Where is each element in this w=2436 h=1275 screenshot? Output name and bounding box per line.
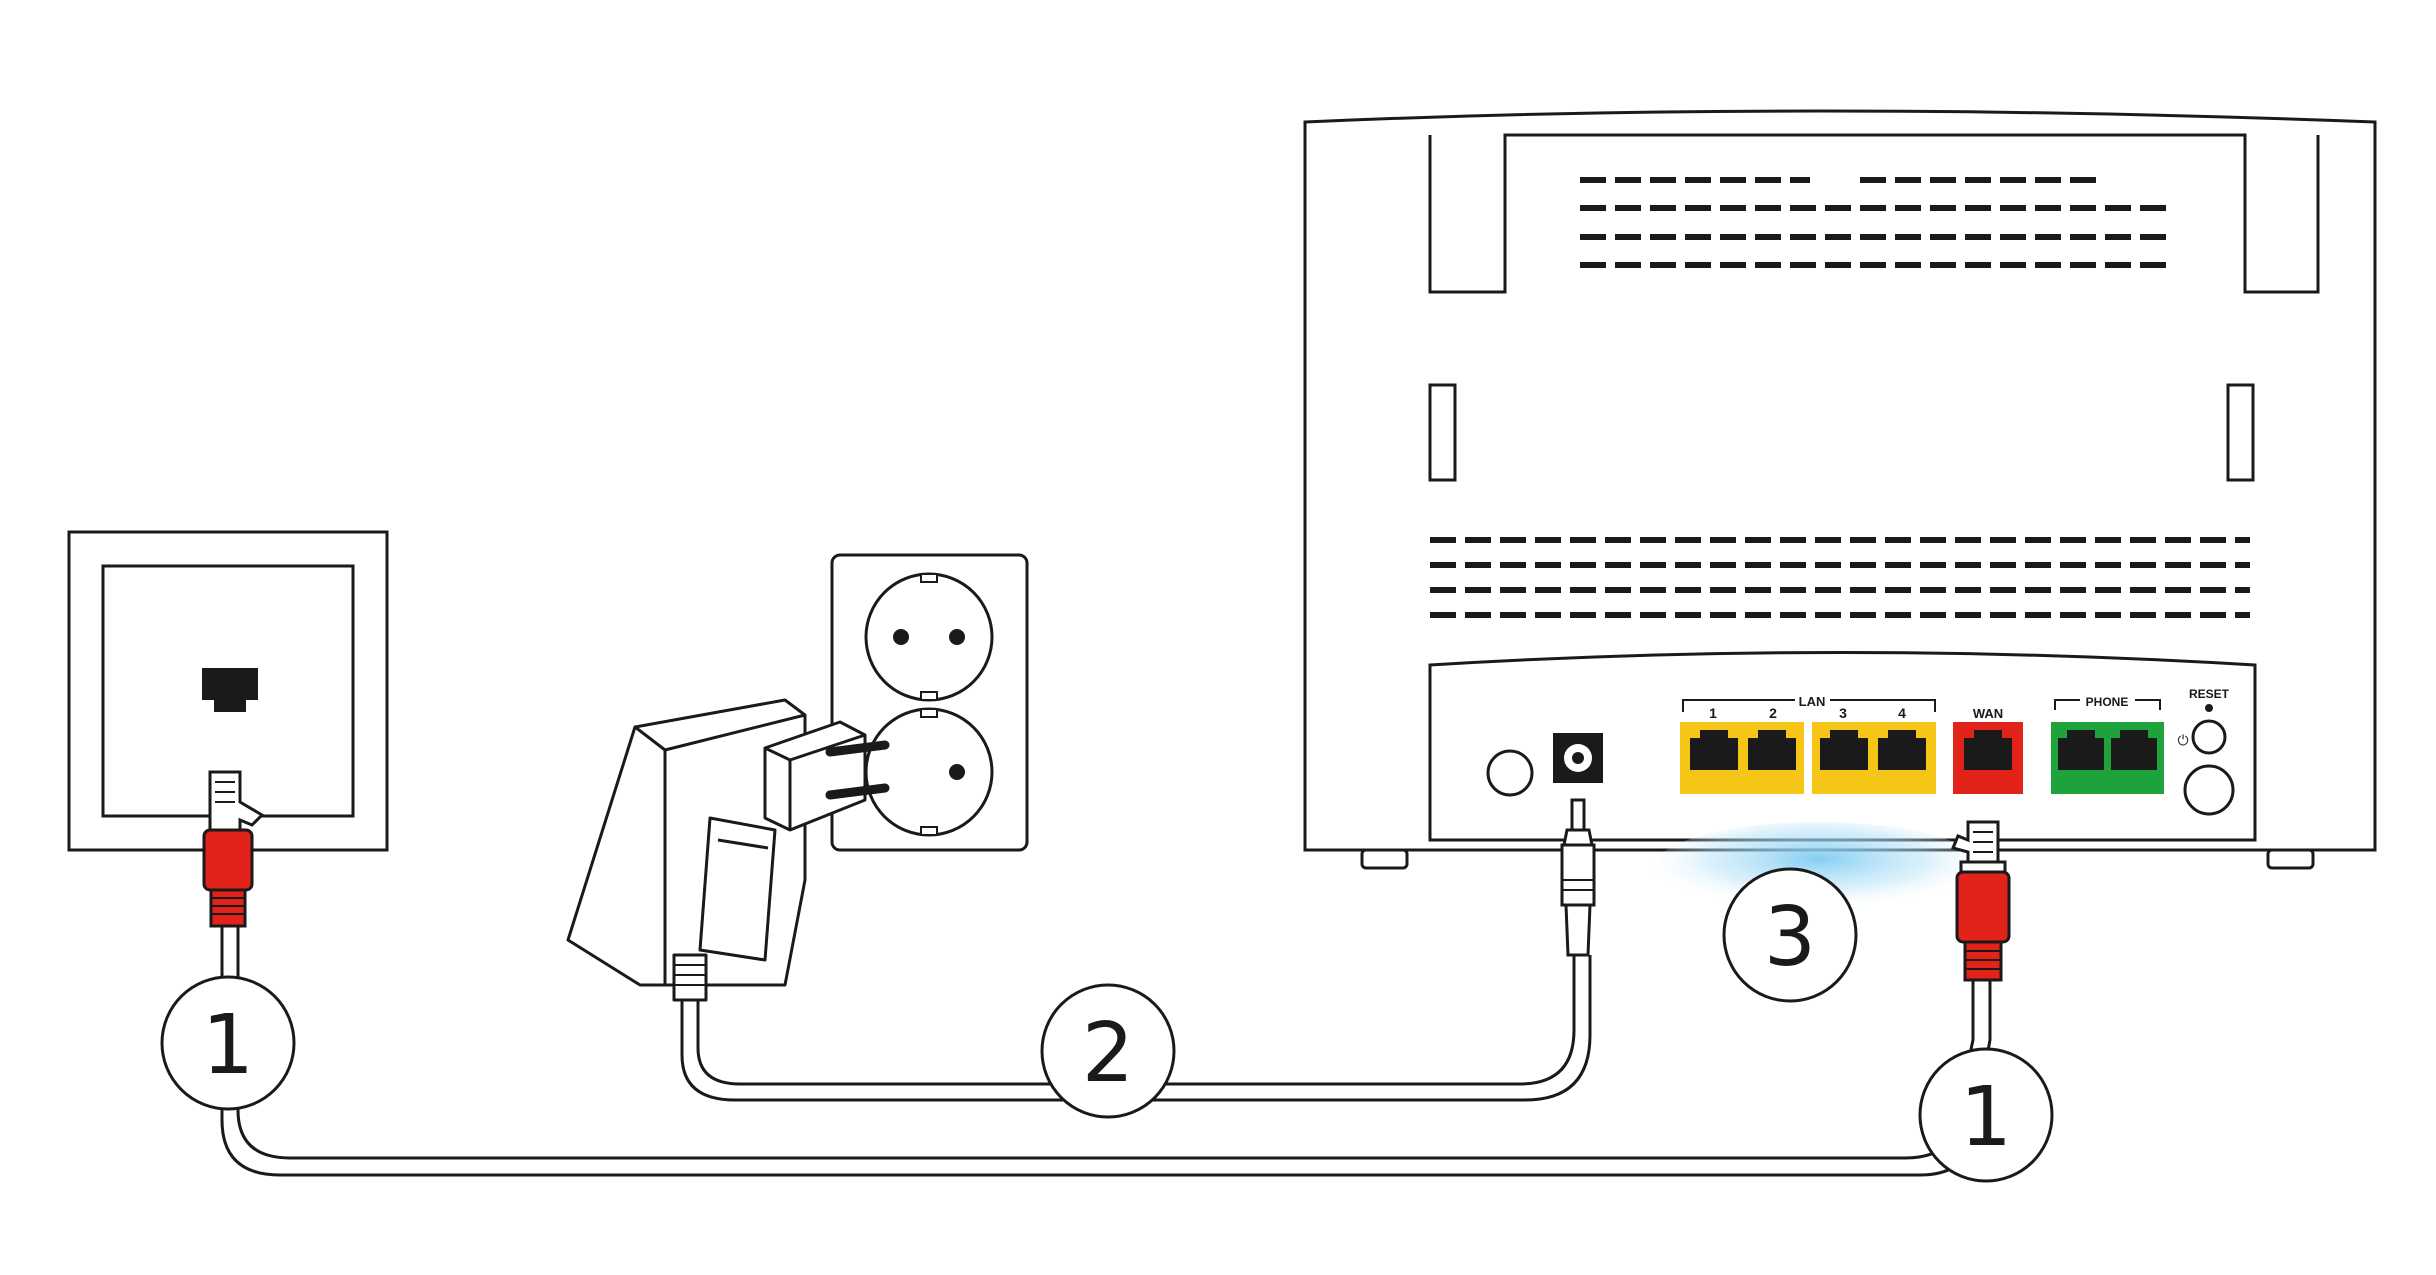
power-symbol-icon: ⏻ (2177, 732, 2188, 748)
lan-port-3-label: 3 (1839, 705, 1847, 721)
step-badge-1-left: 1 (160, 975, 296, 1111)
lan-port-1[interactable] (1690, 730, 1738, 770)
step-badge-3: 3 (1722, 867, 1858, 1003)
lan-port-4[interactable] (1878, 730, 1926, 770)
lan-port-2[interactable] (1748, 730, 1796, 770)
reset-button[interactable] (2191, 719, 2227, 755)
reset-label: RESET (2189, 687, 2230, 701)
dc-plug (1560, 798, 1596, 957)
rj45-jack-icon (202, 668, 258, 712)
phone-group-label: PHONE (2086, 695, 2129, 709)
step-badge-2: 2 (1040, 983, 1176, 1119)
phone-port-1[interactable] (2058, 730, 2104, 770)
reset-dot (2205, 704, 2213, 712)
wan-label: WAN (1973, 706, 2003, 721)
dsl-plug-router (1950, 820, 2011, 982)
step-2-number: 2 (1082, 1006, 1134, 1101)
phone-group: PHONE (2054, 695, 2161, 710)
router-power-button[interactable] (1486, 749, 1534, 797)
step-3-number: 3 (1764, 890, 1816, 985)
power-cable (680, 955, 1592, 1102)
port-highlight-glow (1653, 822, 1983, 914)
wan-port[interactable] (1953, 722, 2023, 794)
step-1-left-number: 1 (202, 998, 254, 1093)
lan-port-3[interactable] (1820, 730, 1868, 770)
step-1-right-number: 1 (1960, 1070, 2012, 1165)
router-vents-bottom (1430, 537, 2250, 618)
lan-port-2-label: 2 (1769, 705, 1777, 721)
router-vents-top (1580, 177, 2175, 268)
phone-ports (2051, 722, 2164, 794)
lan-group: LAN (1682, 694, 1936, 712)
lan-ports-1-2 (1680, 722, 1804, 794)
power-adapter-icon (566, 698, 890, 1002)
step-badge-1-right: 1 (1918, 1047, 2054, 1183)
wall-jack (67, 530, 389, 852)
dc-power-jack (1553, 733, 1603, 783)
lan-port-1-label: 1 (1709, 705, 1717, 721)
lan-group-label: LAN (1799, 694, 1826, 709)
lan-ports-3-4 (1812, 722, 1936, 794)
lan-port-4-label: 4 (1898, 705, 1906, 721)
phone-port-2[interactable] (2111, 730, 2157, 770)
schuko-socket-icon (830, 553, 1029, 852)
wps-button[interactable] (2183, 764, 2235, 816)
dsl-plug-wall (202, 770, 265, 928)
